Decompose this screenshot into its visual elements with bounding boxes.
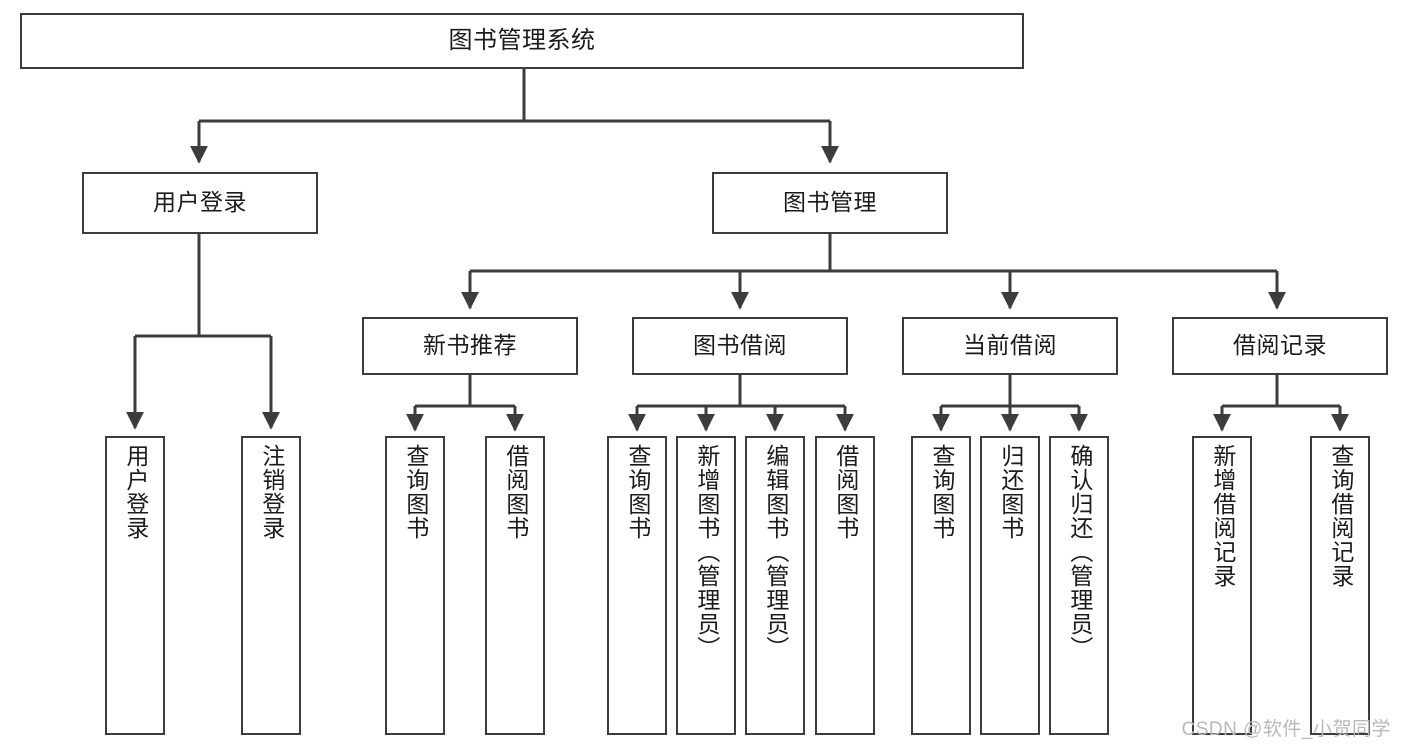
leaf-query-record-label: 查询借阅记录	[1327, 444, 1354, 588]
leaf-add-record-label: 新增借阅记录	[1209, 444, 1236, 588]
leaf-borrow-book-2[interactable]: 借阅图书	[815, 436, 875, 735]
leaf-query-book-1[interactable]: 查询图书	[385, 436, 445, 735]
node-new-book-recommend-label: 新书推荐	[423, 332, 517, 359]
node-current-borrow-label: 当前借阅	[963, 332, 1057, 359]
node-user-login-label: 用户登录	[153, 189, 247, 216]
leaf-query-book-3[interactable]: 查询图书	[911, 436, 971, 735]
leaf-borrow-book-1[interactable]: 借阅图书	[485, 436, 545, 735]
leaf-add-record[interactable]: 新增借阅记录	[1192, 436, 1252, 735]
leaf-user-login[interactable]: 用户登录	[105, 436, 165, 735]
node-root[interactable]: 图书管理系统	[20, 13, 1024, 69]
leaf-user-login-label: 用户登录	[122, 444, 149, 540]
node-book-manage-label: 图书管理	[783, 189, 877, 216]
leaf-return-book[interactable]: 归还图书	[980, 436, 1040, 735]
leaf-query-book-2[interactable]: 查询图书	[607, 436, 667, 735]
node-borrow-record[interactable]: 借阅记录	[1172, 317, 1388, 375]
leaf-query-record[interactable]: 查询借阅记录	[1310, 436, 1370, 735]
leaf-logout-login-label: 注销登录	[258, 444, 285, 540]
leaf-logout-login[interactable]: 注销登录	[241, 436, 301, 735]
leaf-query-book-2-label: 查询图书	[624, 444, 651, 540]
leaf-edit-book[interactable]: 编辑图书（管理员）	[745, 436, 805, 735]
leaf-add-book[interactable]: 新增图书（管理员）	[676, 436, 736, 735]
node-new-book-recommend[interactable]: 新书推荐	[362, 317, 578, 375]
node-current-borrow[interactable]: 当前借阅	[902, 317, 1118, 375]
leaf-borrow-book-1-label: 借阅图书	[502, 444, 529, 540]
node-book-manage[interactable]: 图书管理	[712, 172, 948, 234]
leaf-borrow-book-2-label: 借阅图书	[832, 444, 859, 540]
leaf-edit-book-label: 编辑图书（管理员）	[762, 444, 789, 660]
leaf-add-book-label: 新增图书（管理员）	[693, 444, 720, 660]
node-root-label: 图书管理系统	[448, 26, 596, 54]
node-user-login[interactable]: 用户登录	[82, 172, 318, 234]
leaf-query-book-3-label: 查询图书	[928, 444, 955, 540]
leaf-confirm-return[interactable]: 确认归还（管理员）	[1049, 436, 1109, 735]
node-book-borrow[interactable]: 图书借阅	[632, 317, 848, 375]
leaf-return-book-label: 归还图书	[997, 444, 1024, 540]
leaf-confirm-return-label: 确认归还（管理员）	[1066, 444, 1093, 660]
node-book-borrow-label: 图书借阅	[693, 332, 787, 359]
leaf-query-book-1-label: 查询图书	[402, 444, 429, 540]
node-borrow-record-label: 借阅记录	[1233, 332, 1327, 359]
